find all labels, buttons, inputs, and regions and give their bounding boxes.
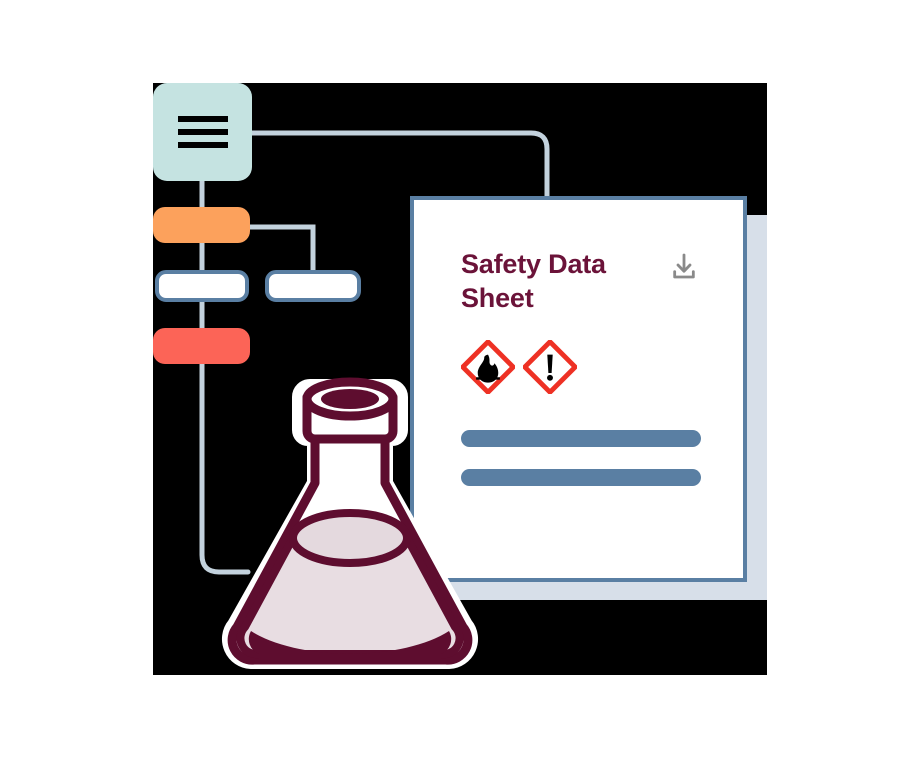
flask-liquid-surface (289, 509, 411, 567)
ghs-exclamation-pictogram (523, 340, 577, 394)
ghs-pictogram-group (461, 340, 577, 394)
content-bar-2 (461, 469, 701, 486)
page-title: Safety Data Sheet (461, 249, 606, 313)
list-line-2 (190, 129, 228, 135)
node-red[interactable] (153, 328, 250, 364)
safety-data-sheet-card[interactable]: Safety Data Sheet (410, 196, 747, 582)
content-bar-1 (461, 430, 701, 447)
download-icon[interactable] (668, 251, 700, 283)
menu-list-card[interactable] (153, 83, 252, 181)
list-bullet-3 (177, 142, 185, 148)
node-white-left[interactable] (155, 270, 249, 302)
list-line-1 (190, 116, 228, 122)
erlenmeyer-flask (221, 377, 479, 669)
list-row-1 (177, 116, 228, 122)
flask-liquid-base (248, 631, 452, 654)
list-row-2 (177, 129, 228, 135)
list-row-3 (177, 142, 228, 148)
list-menu-icon (177, 115, 228, 149)
node-orange[interactable] (153, 207, 250, 243)
ghs-flammable-pictogram (461, 340, 515, 394)
list-bullet-1 (177, 116, 185, 122)
node-white-right[interactable] (265, 270, 361, 302)
flask-opening (321, 389, 379, 409)
list-line-3 (190, 142, 228, 148)
list-bullet-2 (177, 129, 185, 135)
